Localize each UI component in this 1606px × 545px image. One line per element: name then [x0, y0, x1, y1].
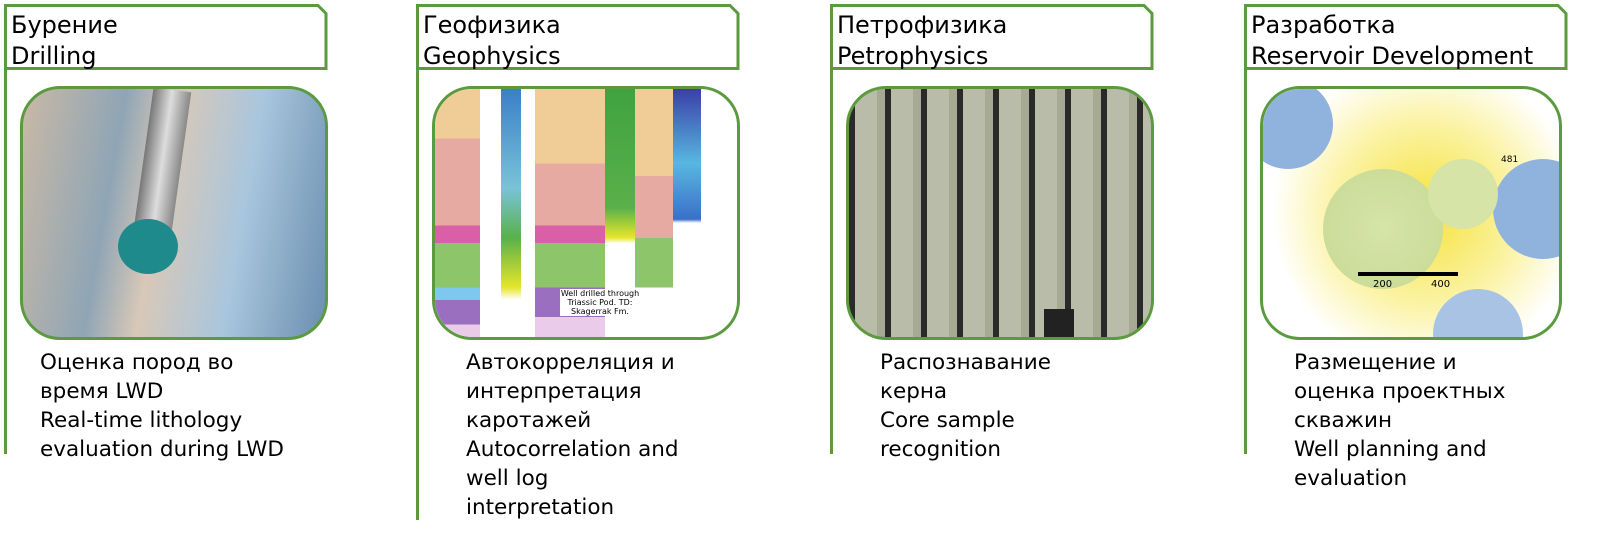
divider-line	[830, 4, 833, 454]
desc-line: оценка проектных	[1294, 379, 1506, 404]
title-ru: Разработка	[1251, 11, 1396, 39]
desc-line: время LWD	[40, 379, 164, 404]
well-log-correlation: Well drilled through Triassic Pod. TD: S…	[432, 86, 740, 340]
desc-line: evaluation during LWD	[40, 437, 284, 462]
title-en: Reservoir Development	[1251, 42, 1534, 70]
scale-label-400: 400	[1431, 279, 1451, 290]
divider-line	[416, 4, 419, 520]
core-samples-photo	[846, 86, 1154, 340]
panel-description: Автокорреляция и интерпретация каротажей…	[466, 348, 679, 522]
desc-line: интерпретация	[466, 379, 642, 404]
desc-line: recognition	[880, 437, 1002, 462]
title-en: Petrophysics	[837, 42, 989, 70]
desc-line: Оценка пород во	[40, 350, 234, 375]
desc-line: Распознавание	[880, 350, 1051, 375]
title-en: Drilling	[11, 42, 97, 70]
title-ru: Бурение	[11, 11, 118, 39]
title-ru: Геофизика	[423, 11, 561, 39]
desc-line: Автокорреляция и	[466, 350, 675, 375]
desc-line: керна	[880, 379, 948, 404]
desc-line: evaluation	[1294, 466, 1408, 491]
panel-description: Оценка пород во время LWD Real-time lith…	[40, 348, 284, 464]
desc-line: interpretation	[466, 495, 615, 520]
desc-line: Core sample	[880, 408, 1015, 433]
desc-line: well log	[466, 466, 549, 491]
desc-line: Well planning and	[1294, 437, 1487, 462]
desc-line: Autocorrelation and	[466, 437, 679, 462]
scale-label-200: 200	[1373, 279, 1393, 290]
divider-line	[1244, 4, 1247, 454]
desc-line: Размещение и	[1294, 350, 1457, 375]
well-placement-map: 200 400 481	[1260, 86, 1562, 340]
panel-description: Распознавание керна Core sample recognit…	[880, 348, 1051, 464]
panel-description: Размещение и оценка проектных скважин We…	[1294, 348, 1505, 493]
desc-line: Real-time lithology	[40, 408, 243, 433]
title-en: Geophysics	[423, 42, 561, 70]
desc-line: каротажей	[466, 408, 592, 433]
drill-bit-photo	[20, 86, 328, 340]
desc-line: скважин	[1294, 408, 1393, 433]
title-ru: Петрофизика	[837, 11, 1008, 39]
well-label-481: 481	[1501, 155, 1519, 165]
well-note-label: Well drilled through Triassic Pod. TD: S…	[560, 289, 640, 316]
divider-line	[4, 4, 7, 454]
